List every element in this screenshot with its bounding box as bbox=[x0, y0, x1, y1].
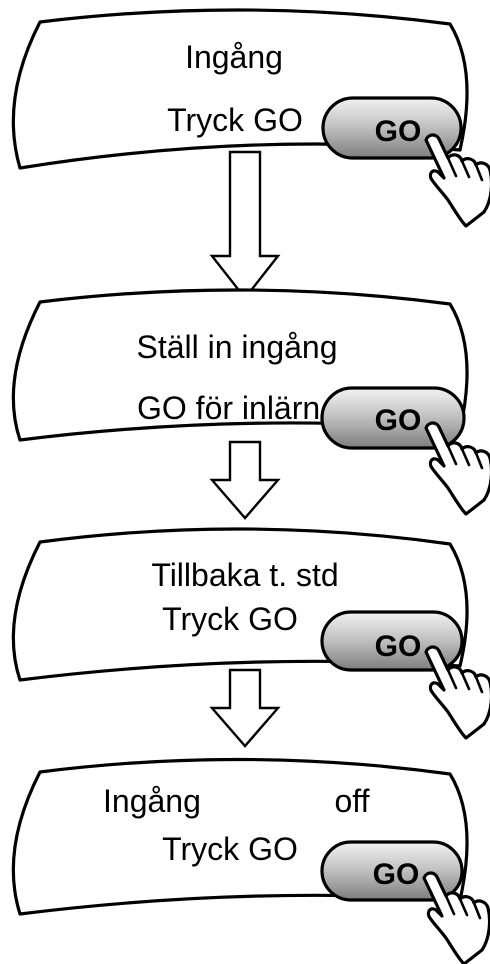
down-arrow-icon bbox=[209, 668, 281, 748]
screen-2: Ställ in ingång GO för inlärn GO bbox=[11, 288, 490, 516]
screen-3-line2: Tryck GO bbox=[162, 601, 298, 637]
screen-4-line1-right: off bbox=[335, 783, 370, 819]
screen-2-line1: Ställ in ingång bbox=[136, 329, 337, 365]
screen-1: Ingång Tryck GO GO bbox=[11, 8, 490, 228]
down-arrow-icon bbox=[209, 150, 281, 300]
go-button-label[interactable]: GO bbox=[373, 858, 420, 891]
screen-3-line1: Tillbaka t. std bbox=[151, 557, 338, 593]
screen-4-line1-left: Ingång bbox=[103, 783, 201, 819]
down-arrow-icon bbox=[209, 440, 281, 520]
screen-4-line2: Tryck GO bbox=[162, 831, 298, 867]
screen-3: Tillbaka t. std Tryck GO GO bbox=[11, 527, 490, 740]
screen-2-line2: GO för inlärn bbox=[137, 390, 320, 426]
go-button-label[interactable]: GO bbox=[375, 404, 422, 437]
screen-4: Ingång off Tryck GO GO bbox=[11, 757, 490, 964]
go-button-label[interactable]: GO bbox=[375, 115, 422, 148]
go-button-label[interactable]: GO bbox=[375, 630, 422, 663]
screen-1-line1: Ingång bbox=[185, 39, 283, 75]
screen-1-line2: Tryck GO bbox=[167, 102, 303, 138]
